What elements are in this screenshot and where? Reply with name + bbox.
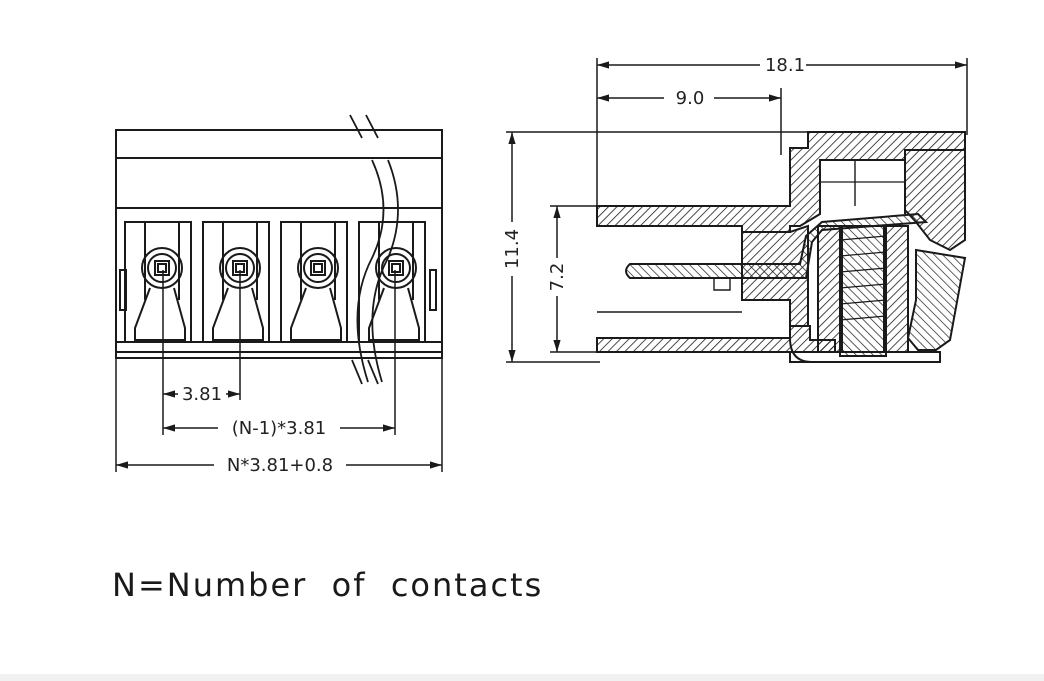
terminal-cell [124,221,192,343]
pitch-label: 3.81 [182,384,222,405]
height-label: 11.4 [502,229,523,269]
total-label: N*3.81+0.8 [227,455,333,476]
terminal-cell [280,221,348,343]
side-tab-right [429,269,437,311]
bottom-strip [0,674,1044,681]
side-extension-lines [506,58,968,363]
contacts-note: N=Number of contacts [112,566,543,604]
terminal-cell [358,221,426,343]
side-section-view [506,58,968,363]
break-lines [349,114,399,385]
screw-thread [839,235,887,321]
terminal-cell [202,221,270,343]
plug-depth-label: 9.0 [676,88,705,109]
section-body [596,131,967,363]
front-view [115,114,443,472]
terminal-group [119,221,437,343]
side-tab-left [119,269,127,311]
overall-length-label: 18.1 [765,55,805,76]
front-extension-lines [115,270,443,472]
opening-label: 7.2 [547,263,568,292]
span-label: (N-1)*3.81 [232,418,327,439]
